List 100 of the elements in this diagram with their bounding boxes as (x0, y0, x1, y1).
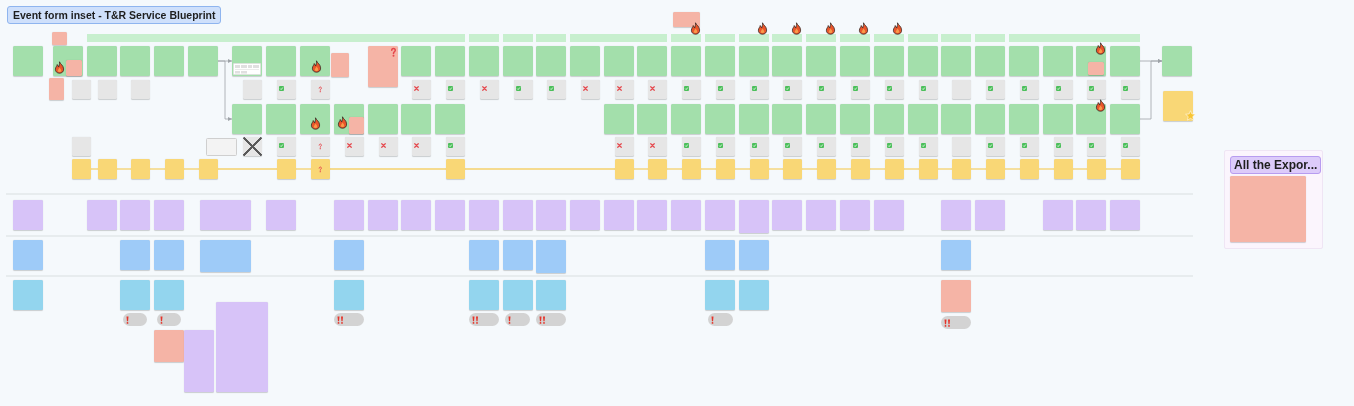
ui-note (13, 200, 43, 230)
ui-note (87, 200, 117, 230)
timeline-card (277, 159, 296, 179)
section-band (840, 34, 870, 42)
sticky-note (49, 78, 64, 100)
ui-note (503, 200, 533, 230)
status-card (716, 80, 735, 99)
timeline-card (885, 159, 904, 179)
status-card (783, 137, 802, 156)
step-card (334, 104, 364, 134)
status-card (615, 137, 634, 156)
section-band (941, 34, 971, 42)
ui-note (120, 200, 150, 230)
step-card (503, 46, 533, 76)
status-card (952, 137, 971, 156)
step-card (975, 46, 1005, 76)
ui-note (671, 200, 701, 230)
step-card (637, 46, 667, 76)
timeline-card (1121, 159, 1140, 179)
timeline-card (817, 159, 836, 179)
step-card (266, 46, 296, 76)
section-band (772, 34, 802, 42)
step-card (13, 46, 43, 76)
partner-note (739, 280, 769, 310)
ui-note (469, 200, 499, 230)
step-card (1009, 104, 1039, 134)
risk-tag (941, 316, 971, 329)
step-card (232, 46, 262, 76)
status-card (446, 80, 465, 99)
step-card (806, 46, 836, 76)
step-card (806, 104, 836, 134)
ui-note (1110, 200, 1140, 230)
partner-note (469, 280, 499, 310)
step-card (1009, 46, 1039, 76)
status-card (1054, 80, 1073, 99)
step-card (637, 104, 667, 134)
sticky-note (66, 60, 82, 76)
ui-note (266, 200, 296, 230)
partner-note (503, 280, 533, 310)
status-card (1020, 137, 1039, 156)
ui-note (1043, 200, 1073, 230)
step-card (1110, 46, 1140, 76)
crossed-out-card (243, 137, 262, 156)
step-card (266, 104, 296, 134)
step-card (908, 46, 938, 76)
step-card (840, 46, 870, 76)
timeline-card (72, 159, 91, 179)
section-band (705, 34, 735, 42)
connector-line (835, 168, 852, 170)
step-card (300, 104, 330, 134)
risk-tag (708, 313, 733, 326)
ui-note (334, 200, 364, 230)
step-card (120, 46, 150, 76)
step-card (840, 104, 870, 134)
status-card (581, 80, 600, 99)
section-band (536, 34, 566, 42)
step-card (401, 46, 431, 76)
section-band (87, 34, 465, 42)
ui-note (200, 200, 251, 230)
section-band (975, 34, 1005, 42)
section-band (806, 34, 836, 42)
sticky-note (673, 12, 700, 27)
step-card (300, 46, 330, 76)
risk-tag (157, 313, 181, 326)
timeline-card (131, 159, 150, 179)
backstage-note (154, 240, 184, 270)
sticky-note (349, 117, 364, 134)
sticky-note (331, 53, 349, 77)
status-card (311, 137, 330, 156)
sticky-note (941, 280, 971, 312)
timeline-card (98, 159, 117, 179)
connector-line (295, 168, 312, 170)
timeline-card (199, 159, 218, 179)
connector-line (1072, 168, 1088, 170)
backstage-note (739, 240, 769, 270)
connector-line (666, 168, 683, 170)
status-card (783, 80, 802, 99)
partner-note (536, 280, 566, 310)
section-band (469, 34, 499, 42)
backstage-note (941, 240, 971, 270)
status-card (243, 80, 262, 99)
timeline-card (682, 159, 701, 179)
status-card (547, 80, 566, 99)
status-card (72, 80, 91, 99)
sticky-note (154, 330, 184, 362)
timeline-card (952, 159, 971, 179)
ui-note (637, 200, 667, 230)
backstage-note (469, 240, 499, 270)
status-card (1020, 80, 1039, 99)
connector-line (700, 168, 717, 170)
status-card (446, 137, 465, 156)
status-card (480, 80, 499, 99)
step-card (941, 46, 971, 76)
status-card (986, 80, 1005, 99)
connector-line (970, 168, 987, 170)
ui-note (401, 200, 431, 230)
timeline-card (783, 159, 802, 179)
partner-note (334, 280, 364, 310)
connector-line (937, 168, 953, 170)
sticky-note (1088, 62, 1104, 75)
